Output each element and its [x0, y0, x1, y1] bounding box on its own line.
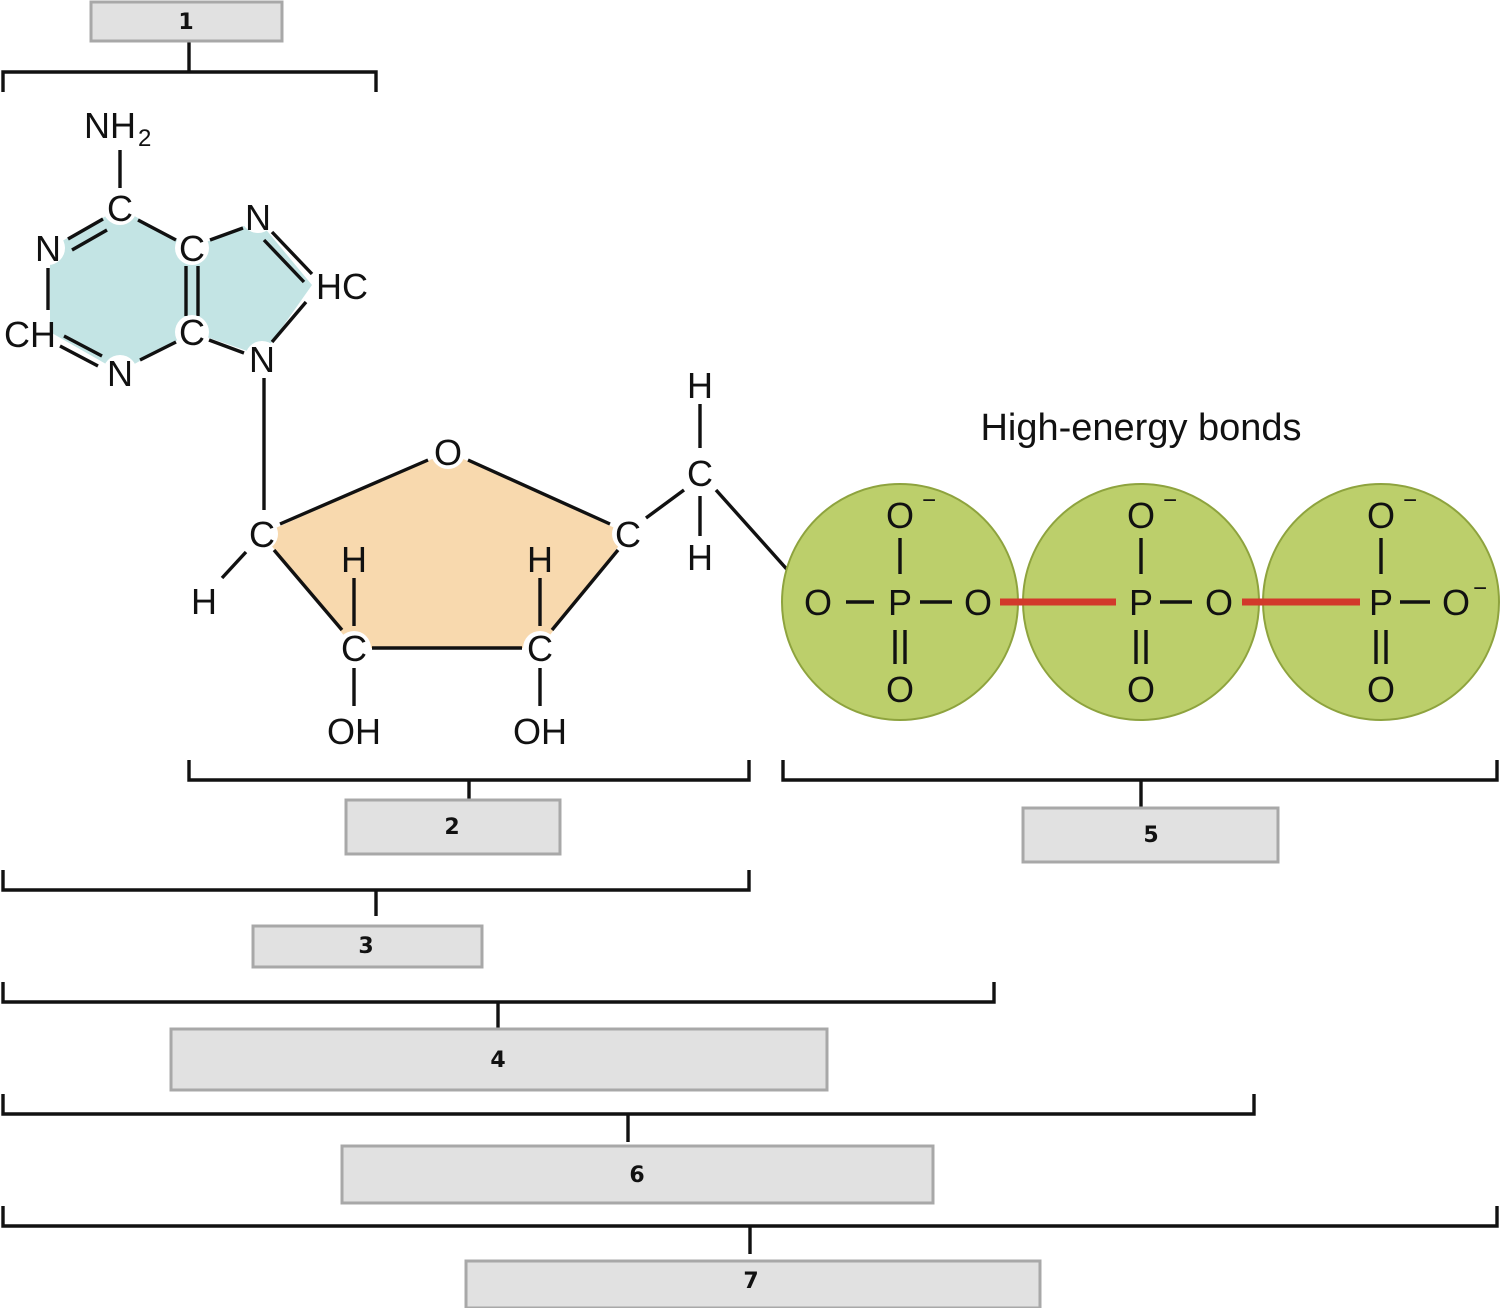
negative-charge: −	[1473, 575, 1487, 602]
atom-n: N	[249, 339, 275, 380]
high-energy-bonds-title: High-energy bonds	[980, 407, 1301, 449]
label-box-1[interactable]: 1	[89, 0, 284, 43]
atom-c: C	[341, 628, 367, 669]
label-box-3[interactable]: 3	[251, 924, 484, 969]
bracket-2	[187, 760, 751, 800]
atom-n: N	[107, 353, 133, 394]
ribose-fill	[262, 452, 628, 648]
ribose-sugar: O C C C C C H H H H H OH OH	[191, 365, 802, 752]
label-box-7[interactable]: 7	[464, 1259, 1042, 1308]
label-box-2[interactable]: 2	[344, 798, 562, 856]
imidazole-fill	[192, 220, 312, 356]
atom-ch: CH	[4, 314, 56, 355]
atom-o: O	[804, 582, 832, 623]
bracket-3	[1, 870, 751, 916]
bracket-7	[1, 1206, 1499, 1254]
label-box-1-text: 1	[178, 10, 193, 35]
atom-o: O	[1205, 582, 1233, 623]
atom-p: P	[1369, 582, 1393, 623]
atom-h: H	[687, 365, 713, 406]
label-box-5[interactable]: 5	[1021, 806, 1280, 864]
adenine-fill	[50, 208, 192, 372]
negative-charge: −	[1163, 487, 1177, 514]
atom-h: H	[527, 539, 553, 580]
atom-n: N	[245, 197, 271, 238]
atom-o: O	[1367, 495, 1395, 536]
atom-o: O	[1442, 582, 1470, 623]
atom-o: O	[1367, 669, 1395, 710]
atom-c: C	[107, 188, 133, 229]
atom-nh2: NH	[84, 105, 136, 146]
phosphate-groups: O P O O − O P O O − O P O − O − O	[781, 483, 1500, 721]
label-box-3-text: 3	[358, 934, 373, 959]
atom-o: O	[886, 669, 914, 710]
adenine-base: NH 2 C C C N N N N HC CH	[4, 105, 368, 510]
atom-o: O	[964, 582, 992, 623]
atom-c: C	[527, 628, 553, 669]
bracket-5	[781, 760, 1499, 808]
atom-p: P	[888, 582, 912, 623]
bracket-6	[1, 1094, 1256, 1142]
label-box-7-text: 7	[743, 1269, 758, 1294]
atom-o: O	[1127, 495, 1155, 536]
atom-h: H	[341, 539, 367, 580]
atom-oh: OH	[327, 711, 381, 752]
atom-h: H	[687, 537, 713, 578]
atom-o: O	[886, 495, 914, 536]
atom-c: C	[179, 312, 205, 353]
atom-c: C	[249, 514, 275, 555]
bracket-1	[1, 42, 378, 92]
atom-p: P	[1129, 582, 1153, 623]
negative-charge: −	[922, 487, 936, 514]
atom-c: C	[687, 453, 713, 494]
atom-c: C	[615, 514, 641, 555]
bracket-4	[1, 982, 996, 1028]
atom-c: C	[179, 228, 205, 269]
label-box-5-text: 5	[1143, 823, 1158, 848]
atom-n: N	[35, 228, 61, 269]
label-box-6-text: 6	[629, 1163, 644, 1188]
label-box-4[interactable]: 4	[169, 1027, 829, 1092]
atom-o: O	[1127, 669, 1155, 710]
label-box-2-text: 2	[444, 815, 459, 840]
atom-hc: HC	[316, 266, 368, 307]
negative-charge: −	[1403, 487, 1417, 514]
atom-oh: OH	[513, 711, 567, 752]
atom-h: H	[191, 581, 217, 622]
label-box-6[interactable]: 6	[340, 1144, 935, 1205]
atom-o: O	[434, 432, 462, 473]
label-box-4-text: 4	[490, 1048, 505, 1073]
atom-nh2-subscript: 2	[138, 125, 151, 152]
